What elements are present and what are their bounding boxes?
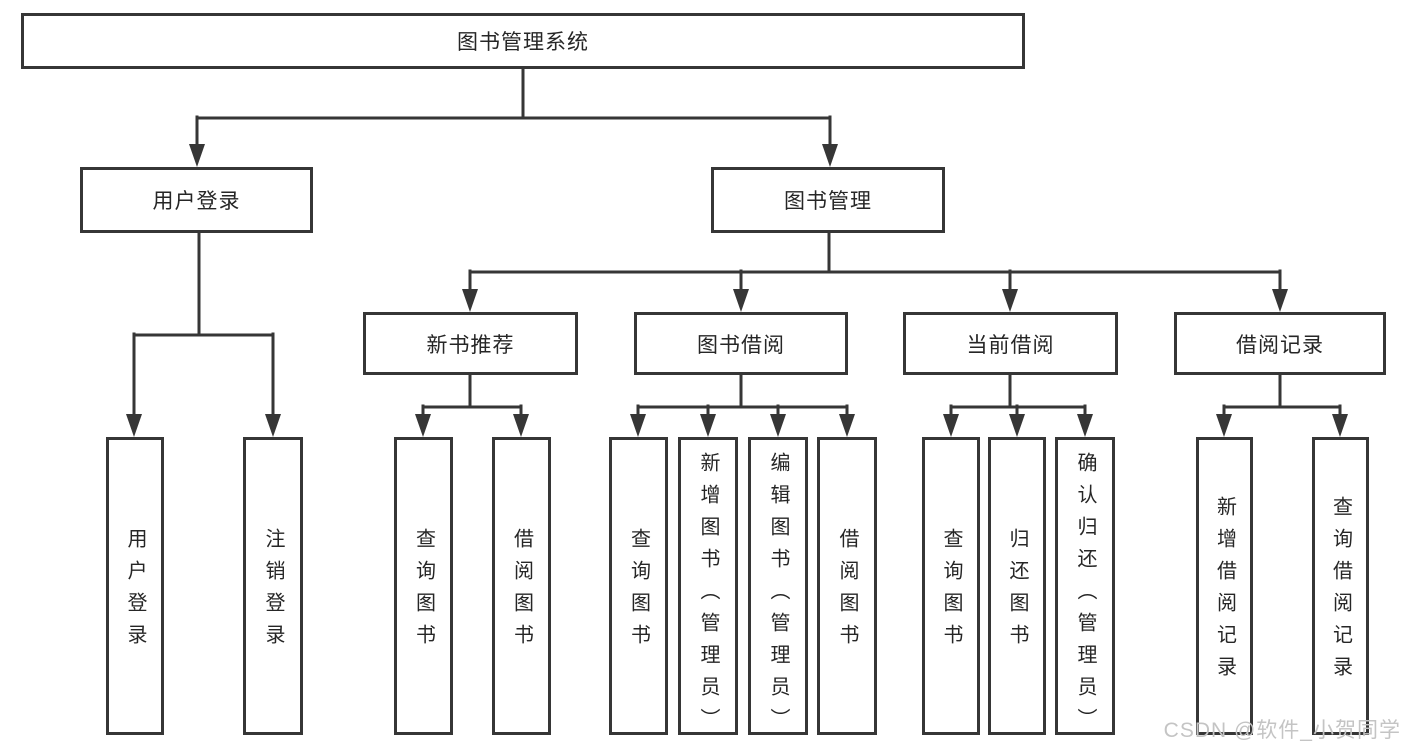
arrowhead-down-icon [700,414,716,437]
arrowhead-down-icon [630,414,646,437]
arrowhead-down-icon [1216,414,1232,437]
node-leaf-confirm-return-admin: 确认归还（管理员） [1055,437,1115,740]
arrowhead-down-icon [770,414,786,437]
node-leaf-borrow-book-2: 借阅图书 [817,437,877,735]
node-leaf-borrow-book-1: 借阅图书 [492,437,551,735]
node-leaf-query-book-2: 查询图书 [609,437,668,735]
arrowhead-down-icon [733,289,749,312]
node-leaf-edit-book-admin: 编辑图书（管理员） [748,437,808,740]
arrowhead-down-icon [943,414,959,437]
node-leaf-query-book-3: 查询图书 [922,437,980,735]
arrowhead-down-icon [126,414,142,437]
node-book-management-branch: 图书管理 [711,167,945,233]
node-current-borrow: 当前借阅 [903,312,1118,375]
node-leaf-logout: 注销登录 [243,437,303,735]
arrowhead-down-icon [822,144,838,167]
node-book-borrow: 图书借阅 [634,312,848,375]
node-root-system: 图书管理系统 [21,13,1025,69]
arrowhead-down-icon [189,144,205,167]
arrowhead-down-icon [1332,414,1348,437]
node-leaf-user-login: 用户登录 [106,437,164,735]
node-user-login-branch: 用户登录 [80,167,313,233]
arrowhead-down-icon [1077,414,1093,437]
arrowhead-down-icon [1002,289,1018,312]
arrowhead-down-icon [415,414,431,437]
connector-lines-path [132,67,1342,420]
arrowhead-down-icon [1009,414,1025,437]
arrowhead-down-icon [265,414,281,437]
node-leaf-return-book: 归还图书 [988,437,1046,735]
arrowhead-down-icon [1272,289,1288,312]
node-new-book-recommend: 新书推荐 [363,312,578,375]
node-leaf-add-borrow-record: 新增借阅记录 [1196,437,1253,735]
arrowhead-down-icon [839,414,855,437]
node-leaf-query-borrow-record: 查询借阅记录 [1312,437,1369,735]
node-leaf-query-book-1: 查询图书 [394,437,453,735]
arrowhead-down-icon [513,414,529,437]
arrowhead-down-icon [462,289,478,312]
csdn-watermark: CSDN @软件_小贺同学 [1163,719,1401,742]
node-leaf-add-book-admin: 新增图书（管理员） [678,437,738,740]
node-borrow-records: 借阅记录 [1174,312,1386,375]
